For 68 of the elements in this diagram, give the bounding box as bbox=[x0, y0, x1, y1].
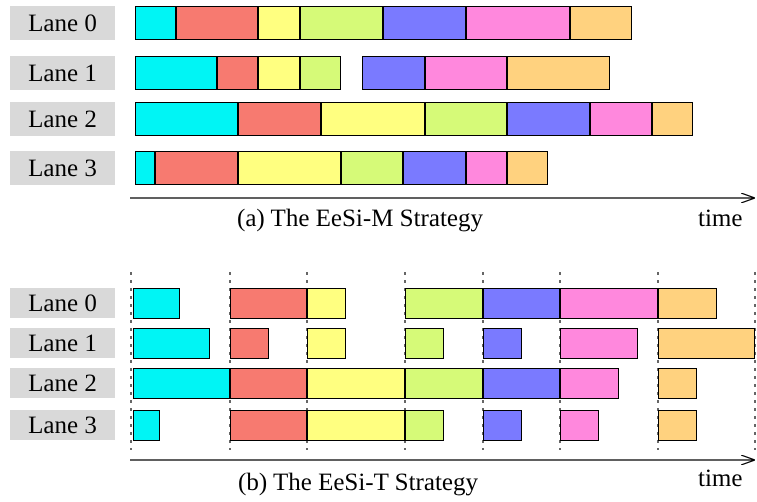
task-bar bbox=[230, 328, 269, 359]
caption: (b) The EeSi-T Strategy bbox=[238, 470, 478, 495]
task-bar bbox=[307, 410, 405, 441]
task-bar bbox=[230, 368, 307, 399]
task-bar bbox=[507, 56, 610, 90]
task-bar bbox=[238, 102, 321, 136]
task-bar bbox=[652, 102, 693, 136]
task-bar bbox=[425, 56, 507, 90]
task-bar bbox=[658, 328, 755, 359]
task-bar bbox=[133, 288, 180, 319]
task-bar bbox=[405, 328, 444, 359]
task-bar bbox=[258, 6, 300, 40]
task-bar bbox=[300, 6, 383, 40]
task-bar bbox=[362, 56, 425, 90]
axis-label: time bbox=[698, 206, 742, 231]
task-bar bbox=[155, 151, 238, 185]
task-bar bbox=[658, 368, 697, 399]
task-bar bbox=[405, 288, 483, 319]
task-bar bbox=[133, 328, 210, 359]
lane-label: Lane 1 bbox=[10, 328, 115, 358]
task-bar bbox=[507, 151, 548, 185]
task-bar bbox=[658, 410, 697, 441]
task-bar bbox=[258, 56, 300, 90]
task-bar bbox=[300, 56, 341, 90]
task-bar bbox=[590, 102, 652, 136]
lane-label: Lane 2 bbox=[10, 368, 115, 398]
task-bar bbox=[405, 368, 483, 399]
task-bar bbox=[176, 6, 258, 40]
task-bar bbox=[658, 288, 717, 319]
task-bar bbox=[483, 410, 522, 441]
task-bar bbox=[570, 6, 632, 40]
task-bar bbox=[507, 102, 590, 136]
task-bar bbox=[560, 410, 599, 441]
task-bar bbox=[560, 288, 658, 319]
task-bar bbox=[307, 328, 346, 359]
task-bar bbox=[466, 6, 570, 40]
task-bar bbox=[230, 410, 307, 441]
axis-label: time bbox=[698, 466, 742, 491]
task-bar bbox=[133, 410, 160, 441]
lane-label: Lane 1 bbox=[10, 56, 115, 90]
lane-label: Lane 3 bbox=[10, 410, 115, 440]
lane-label: Lane 0 bbox=[10, 288, 115, 318]
task-bar bbox=[230, 288, 307, 319]
task-bar bbox=[238, 151, 341, 185]
task-bar bbox=[383, 6, 466, 40]
lane-label: Lane 2 bbox=[10, 102, 115, 136]
task-bar bbox=[135, 6, 176, 40]
task-bar bbox=[135, 56, 217, 90]
caption: (a) The EeSi-M Strategy bbox=[237, 206, 483, 231]
task-bar bbox=[483, 368, 560, 399]
task-bar bbox=[135, 102, 238, 136]
task-bar bbox=[135, 151, 155, 185]
task-bar bbox=[341, 151, 403, 185]
task-bar bbox=[483, 328, 522, 359]
task-bar bbox=[483, 288, 560, 319]
task-bar bbox=[466, 151, 507, 185]
task-bar bbox=[403, 151, 466, 185]
task-bar bbox=[405, 410, 444, 441]
task-bar bbox=[307, 288, 346, 319]
task-bar bbox=[425, 102, 507, 136]
task-bar bbox=[217, 56, 258, 90]
task-bar bbox=[133, 368, 230, 399]
task-bar bbox=[560, 368, 619, 399]
lane-label: Lane 0 bbox=[10, 6, 115, 40]
lane-label: Lane 3 bbox=[10, 151, 115, 185]
task-bar bbox=[560, 328, 638, 359]
task-bar bbox=[321, 102, 425, 136]
task-bar bbox=[307, 368, 405, 399]
